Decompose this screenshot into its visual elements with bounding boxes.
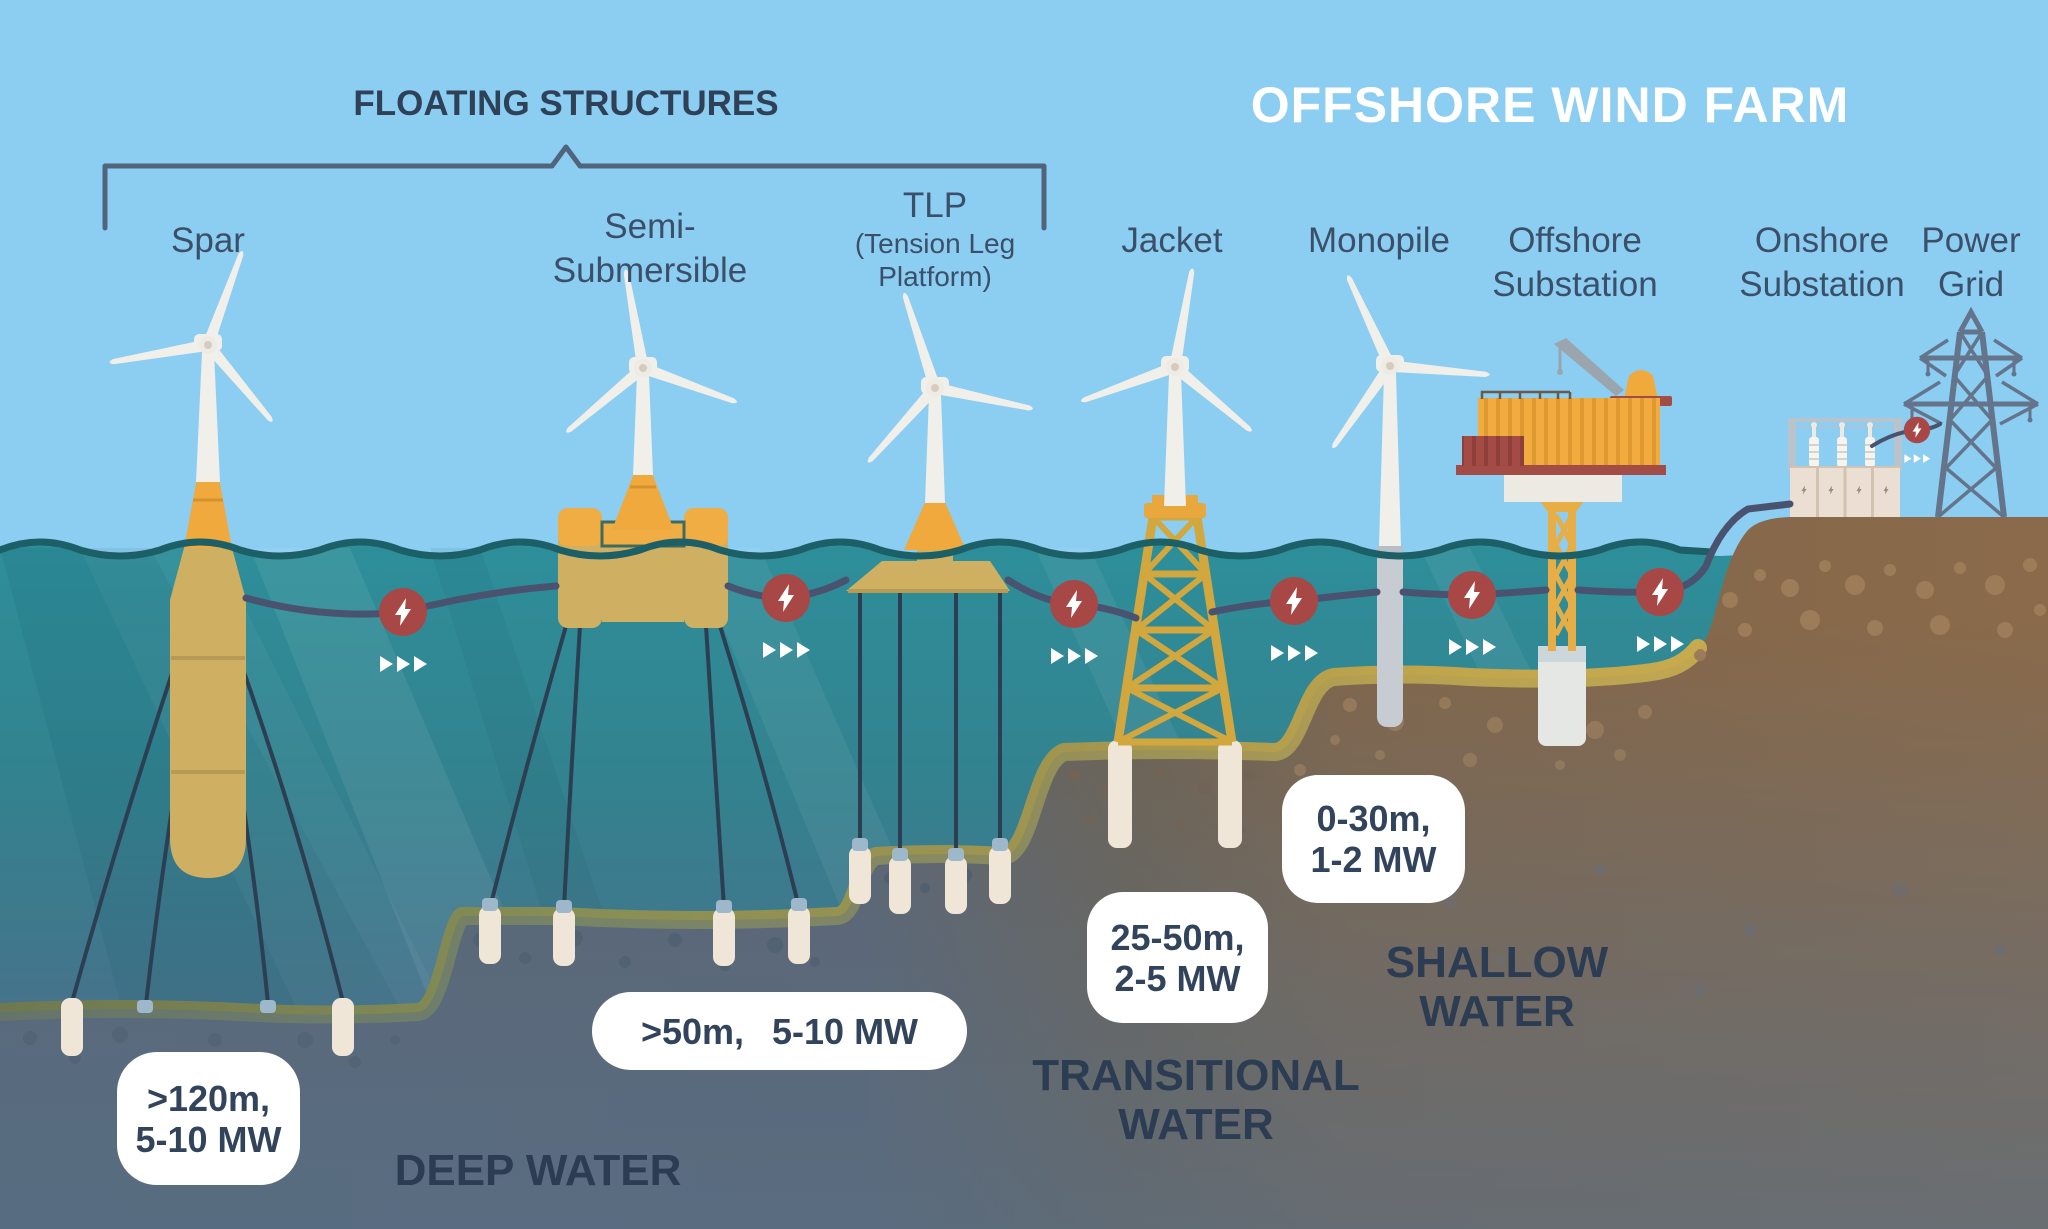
power-grid-pylon (1903, 306, 2039, 519)
label-semi-submersible: Semi- Submersible (552, 207, 748, 290)
floating-structures-bracket (102, 144, 1047, 231)
jacket-rotor (1078, 267, 1256, 436)
depth-badge-floating: >50m, 5-10 MW (592, 992, 967, 1070)
label-monopile: Monopile (1307, 221, 1451, 260)
label-tlp-sub: (Tension Leg Platform) (854, 228, 1016, 292)
semi-submersible-turbine (479, 268, 810, 966)
crane-icon (1554, 338, 1624, 396)
semi-rotor (562, 268, 740, 437)
label-power-grid: Power Grid (1921, 221, 2021, 304)
onshore-substation (1788, 418, 1902, 517)
zone-shallow-water: SHALLOW WATER (1385, 938, 1609, 1036)
monopile-rotor (1327, 272, 1491, 452)
tlp-turbine (846, 291, 1035, 914)
insulator-icons (1809, 422, 1875, 467)
label-offshore-substation: Offshore Substation (1492, 221, 1658, 304)
depth-badge-spar: >120m, 5-10 MW (117, 1052, 300, 1185)
monopile-turbine (1327, 272, 1491, 727)
floating-structures-heading: FLOATING STRUCTURES (353, 84, 779, 123)
label-tlp: TLP (902, 186, 968, 225)
depth-badge-shallow: 0-30m, 1-2 MW (1282, 775, 1465, 903)
page-title: OFFSHORE WIND FARM (1250, 77, 1850, 133)
label-onshore-substation: Onshore Substation (1739, 221, 1905, 304)
depth-badge-transitional: 25-50m, 2-5 MW (1087, 892, 1268, 1023)
spar-rotor (108, 248, 277, 426)
label-spar: Spar (171, 221, 245, 260)
label-jacket: Jacket (1121, 221, 1223, 260)
zone-transitional-water: TRANSITIONAL WATER (1032, 1051, 1360, 1149)
spar-hull (170, 548, 246, 878)
offshore-substation (1456, 338, 1672, 746)
spar-turbine (61, 248, 354, 1056)
waterline (0, 538, 1716, 560)
zone-deep-water: DEEP WATER (394, 1146, 682, 1195)
tlp-rotor (863, 291, 1035, 467)
